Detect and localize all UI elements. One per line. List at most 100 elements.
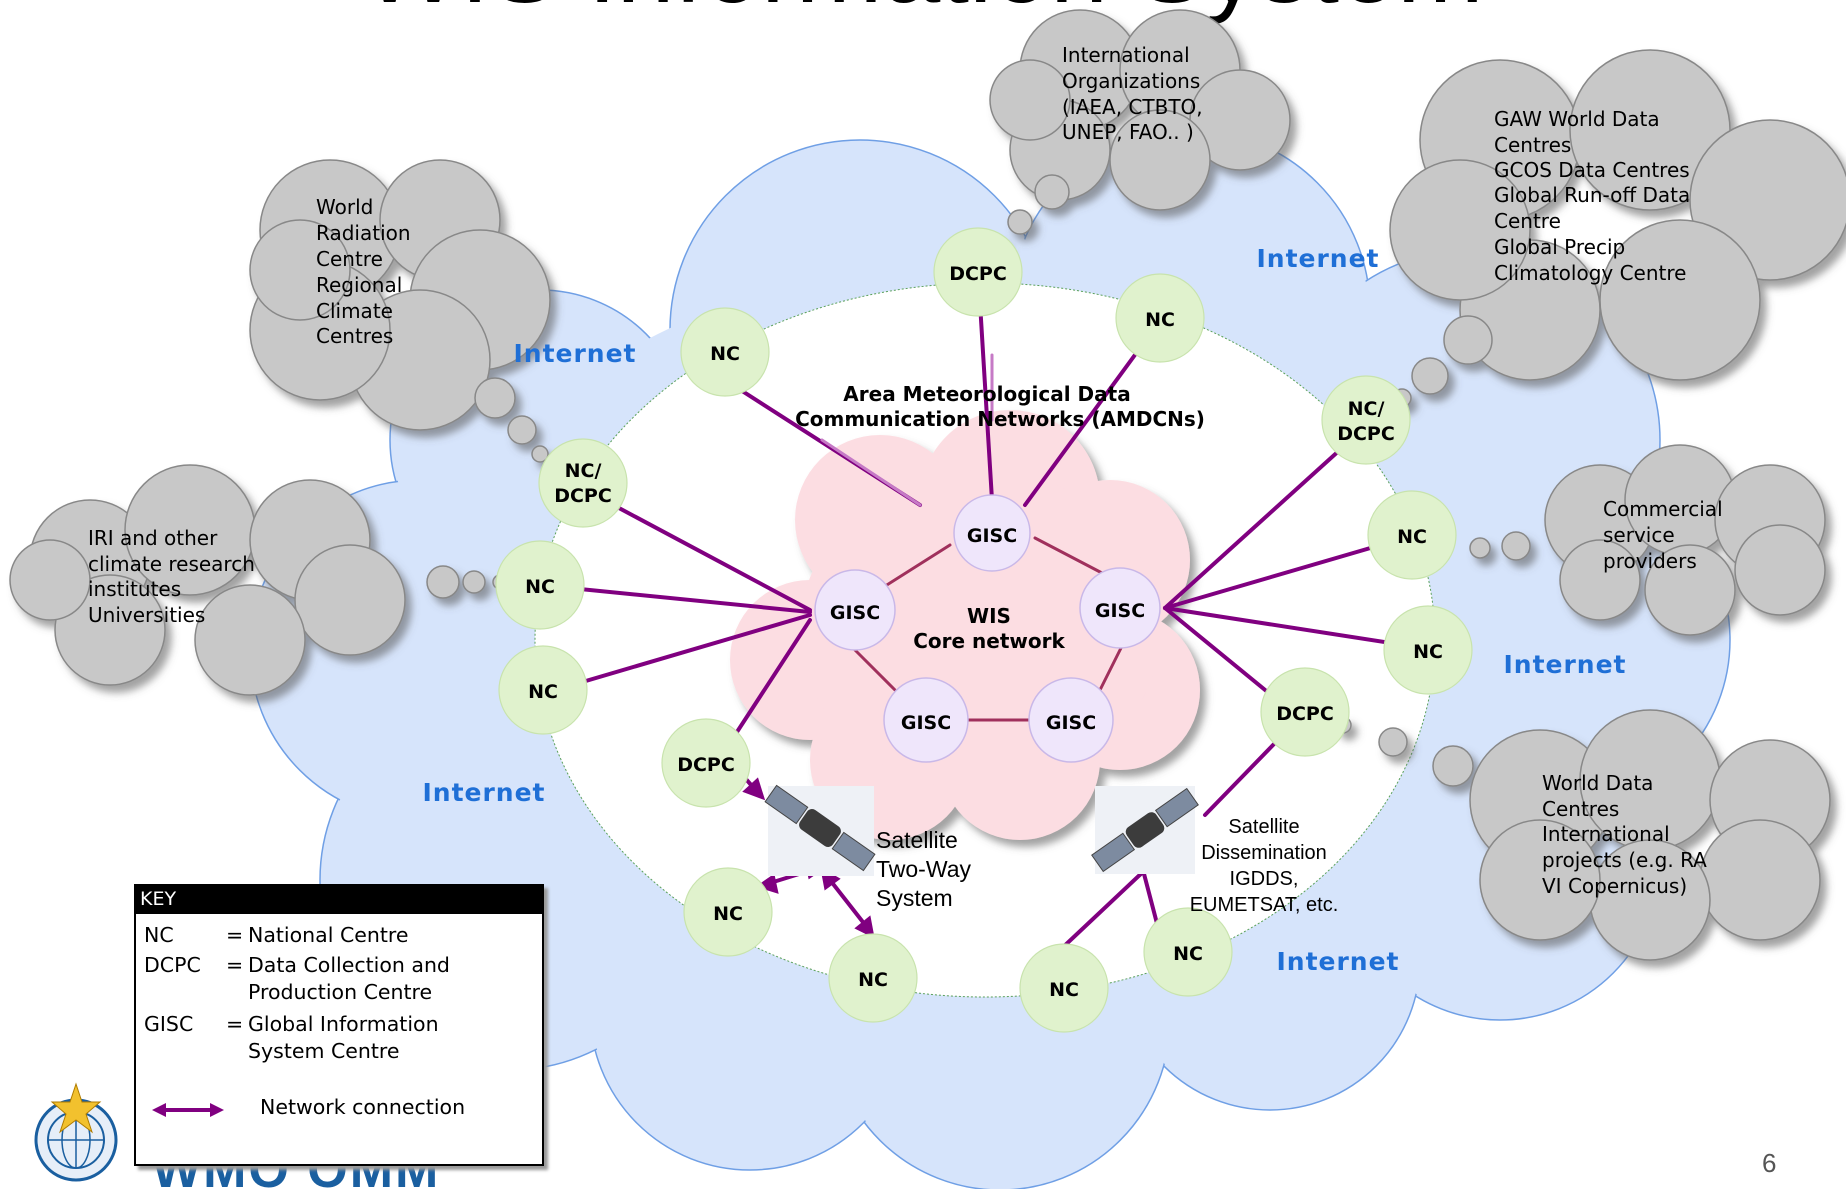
thought-cloud-world-data bbox=[1469, 709, 1831, 961]
internet-label-1: Internet bbox=[513, 339, 636, 368]
nc-node-left-upper-label: NC bbox=[525, 576, 555, 598]
network-links bbox=[538, 268, 1425, 952]
key-definition: Global Information System Centre bbox=[248, 1012, 439, 1063]
gisc-node-top[interactable]: GISC bbox=[953, 494, 1031, 572]
slide-title: WIS Information System bbox=[0, 0, 1846, 27]
nc-dcpc-node-right-label-1: NC/ bbox=[1348, 398, 1385, 420]
nc-node-top-left[interactable]: NC bbox=[680, 307, 770, 397]
iri-line-3: institutes bbox=[88, 577, 181, 601]
thought-cloud-world-radiation bbox=[249, 159, 551, 431]
nc-node-top-right-label: NC bbox=[1145, 309, 1175, 331]
key-term: NC bbox=[144, 923, 174, 947]
nc-dcpc-node-right-label-2: DCPC bbox=[1337, 423, 1395, 445]
nc-node-right-lower-label: NC bbox=[1413, 641, 1443, 663]
intl-orgs-line-2: Organizations bbox=[1062, 69, 1200, 93]
world-radiation-text: World Radiation Centre Regional Climate … bbox=[316, 195, 411, 348]
amdcn-label-line1: Area Meteorological Data bbox=[843, 382, 1130, 406]
world-radiation-line-2: Radiation bbox=[316, 221, 411, 245]
gisc-node-right[interactable]: GISC bbox=[1079, 567, 1161, 649]
core-text: WIS Core network Area Meteorological Dat… bbox=[795, 382, 1205, 653]
nc-node-bottom-3-label: NC bbox=[1049, 979, 1079, 1001]
key-equals: = bbox=[226, 923, 244, 947]
world-radiation-line-6: Centres bbox=[316, 324, 393, 348]
key-title: KEY bbox=[136, 886, 542, 914]
double-arrow-icon bbox=[152, 1103, 224, 1117]
nc-node-right-upper[interactable]: NC bbox=[1367, 490, 1457, 580]
gisc-node-left[interactable]: GISC bbox=[814, 569, 896, 651]
nc-dcpc-node-left-label-2: DCPC bbox=[554, 485, 612, 507]
two-way-line-2: Two-Way bbox=[876, 856, 971, 882]
internet-label-5: Internet bbox=[1276, 947, 1399, 976]
gisc-nodes: GISC GISC GISC GISC GISC bbox=[814, 494, 1161, 763]
commercial-line-2: service bbox=[1603, 523, 1675, 547]
nc-node-left-upper[interactable]: NC bbox=[495, 540, 585, 630]
internet-labels: Internet Internet Internet Internet Inte… bbox=[422, 244, 1625, 976]
world-data-line-2: Centres bbox=[1542, 797, 1619, 821]
wmo-emblem-logo bbox=[34, 1082, 118, 1182]
satellite-two-way-caption: Satellite Two-Way System bbox=[876, 827, 971, 911]
gaw-line-7: Climatology Centre bbox=[1494, 261, 1686, 285]
satellite-two-way-icon bbox=[764, 784, 876, 876]
dcpc-node-left[interactable]: DCPC bbox=[661, 718, 751, 808]
key-definition: Data Collection and Production Centre bbox=[248, 953, 450, 1004]
thought-cloud-gaw bbox=[1389, 49, 1846, 381]
dcpc-node-top[interactable]: DCPC bbox=[933, 227, 1023, 317]
key-row-dcpc: DCPC = Data Collection and Production Ce… bbox=[144, 952, 534, 1008]
key-equals: = bbox=[226, 1012, 244, 1036]
world-radiation-line-4: Regional bbox=[316, 273, 402, 297]
nc-node-bottom-1-label: NC bbox=[713, 903, 743, 925]
commercial-line-1: Commercial bbox=[1603, 497, 1723, 521]
nc-node-right-lower[interactable]: NC bbox=[1383, 605, 1473, 695]
dcpc-node-left-label: DCPC bbox=[677, 754, 735, 776]
nc-node-bottom-1[interactable]: NC bbox=[683, 867, 773, 957]
page-number: 6 bbox=[1762, 1148, 1777, 1178]
nc-node-bottom-3[interactable]: NC bbox=[1019, 943, 1109, 1033]
nc-dcpc-node-right[interactable]: NC/ DCPC bbox=[1321, 375, 1411, 465]
commercial-line-3: providers bbox=[1603, 549, 1697, 573]
nc-node-bottom-4[interactable]: NC bbox=[1143, 907, 1233, 997]
internet-label-4: Internet bbox=[422, 778, 545, 807]
iri-text: IRI and other climate research institute… bbox=[88, 526, 255, 627]
gisc-node-bottom-left-label: GISC bbox=[901, 712, 951, 734]
key-arrow-label: Network connection bbox=[260, 1095, 466, 1119]
intl-orgs-line-3: (IAEA, CTBTO, bbox=[1062, 95, 1203, 119]
nc-node-top-right[interactable]: NC bbox=[1115, 273, 1205, 363]
dcpc-node-right[interactable]: DCPC bbox=[1260, 667, 1350, 757]
world-radiation-line-1: World bbox=[316, 195, 373, 219]
dcpc-node-right-label: DCPC bbox=[1276, 703, 1334, 725]
nc-dcpc-node-left[interactable]: NC/ DCPC bbox=[538, 438, 628, 528]
gisc-node-right-label: GISC bbox=[1095, 600, 1145, 622]
amdcn-label-line2: Communication Networks (AMDCNs) bbox=[795, 407, 1205, 431]
gisc-node-top-label: GISC bbox=[967, 525, 1017, 547]
intl-orgs-line-4: UNEP, FAO.. ) bbox=[1062, 120, 1194, 144]
nc-node-left-lower[interactable]: NC bbox=[498, 645, 588, 735]
world-radiation-line-5: Climate bbox=[316, 299, 393, 323]
world-data-text: World Data Centres International project… bbox=[1542, 771, 1707, 898]
intl-orgs-line-1: International bbox=[1062, 43, 1190, 67]
gisc-node-bottom-left[interactable]: GISC bbox=[883, 677, 969, 763]
nc-node-top-left-label: NC bbox=[710, 343, 740, 365]
iri-line-1: IRI and other bbox=[88, 526, 218, 550]
key-equals: = bbox=[226, 953, 244, 977]
world-data-line-3: International bbox=[1542, 822, 1670, 846]
key-row-gisc: GISC = Global Information System Centre bbox=[144, 1011, 534, 1067]
gisc-node-bottom-right-label: GISC bbox=[1046, 712, 1096, 734]
gaw-text: GAW World Data Centres GCOS Data Centres… bbox=[1494, 107, 1690, 285]
dissemination-line-1: Satellite bbox=[1228, 816, 1299, 838]
two-way-line-1: Satellite bbox=[876, 827, 958, 853]
gisc-node-left-label: GISC bbox=[830, 602, 880, 624]
gaw-line-2: Centres bbox=[1494, 133, 1571, 157]
dissemination-line-4: EUMETSAT, etc. bbox=[1190, 894, 1339, 916]
key-row-nc: NC = National Centre bbox=[144, 922, 534, 952]
nc-node-bottom-2[interactable]: NC bbox=[828, 933, 918, 1023]
satellite-dissemination-icon bbox=[1091, 786, 1199, 874]
key-definition: National Centre bbox=[248, 923, 409, 947]
thought-cloud-iri bbox=[9, 464, 406, 696]
gisc-node-bottom-right[interactable]: GISC bbox=[1028, 677, 1114, 763]
thought-cloud-commercial bbox=[1544, 444, 1826, 636]
core-label-line1: WIS bbox=[967, 604, 1011, 628]
international-orgs-text: International Organizations (IAEA, CTBTO… bbox=[1062, 43, 1203, 144]
two-way-line-3: System bbox=[876, 885, 953, 911]
nc-node-left-lower-label: NC bbox=[528, 681, 558, 703]
